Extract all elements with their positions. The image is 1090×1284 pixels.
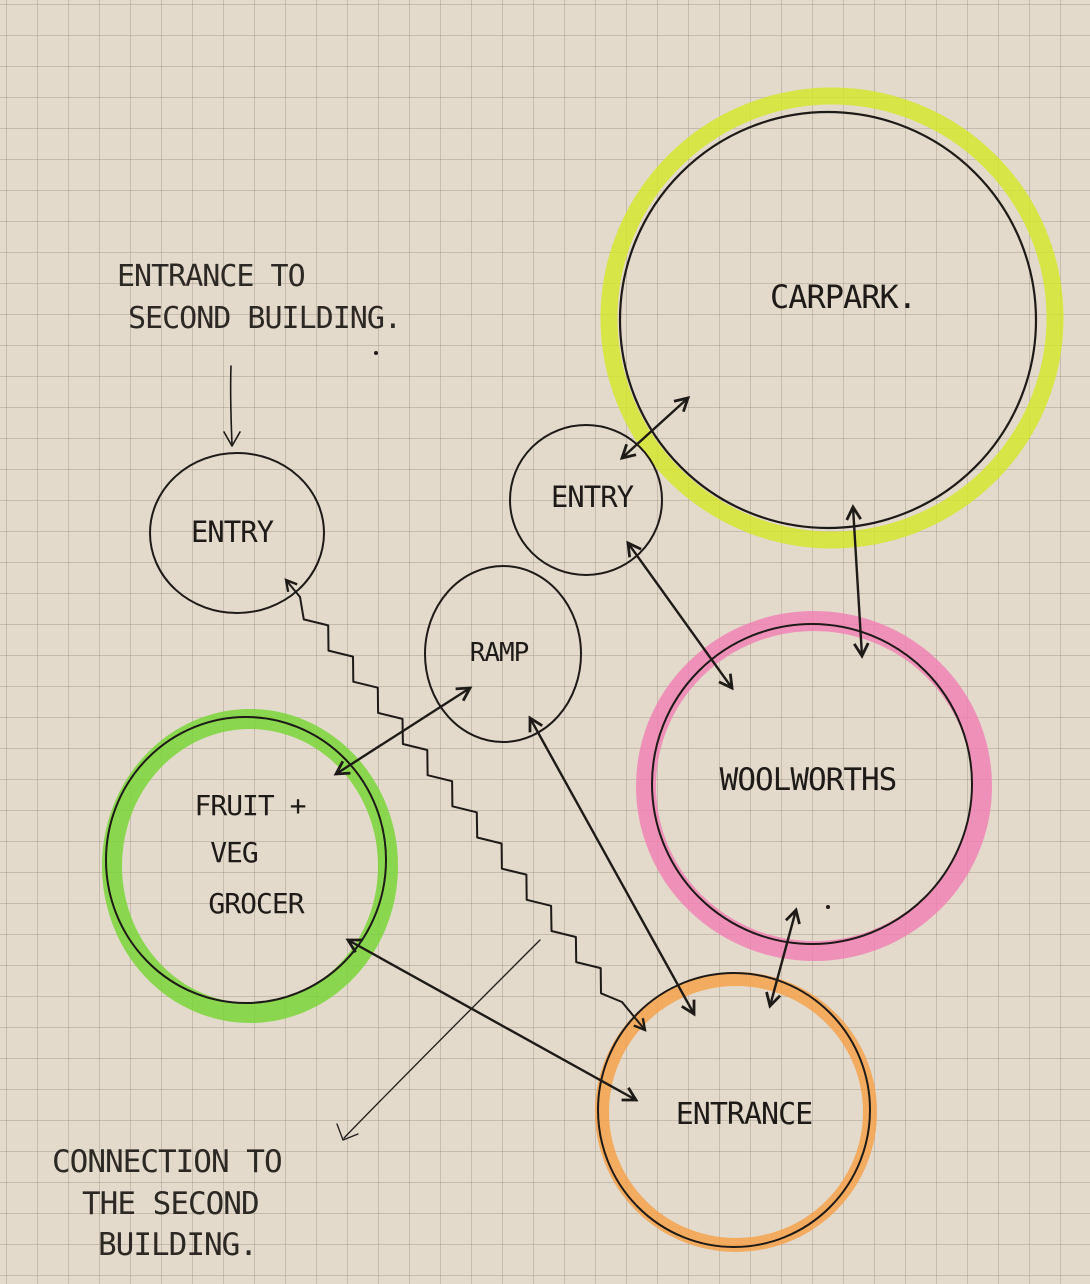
- fruit-veg-highlight: [102, 709, 398, 1023]
- pointer-entrance-arrowhead: [223, 431, 241, 447]
- node-labels: CARPARK. ENTRY ENTRY RAMP FRUIT + VEG GR…: [191, 278, 917, 1132]
- connections: [286, 398, 862, 1100]
- fruit-veg-label-line-1: FRUIT +: [194, 789, 305, 822]
- zigzag-arrowhead-line: [286, 580, 301, 598]
- entry-right-bubble: [509, 424, 663, 576]
- arrow-ramp-entrance: [530, 718, 694, 1014]
- note-entrance-line-2: SECOND BUILDING.: [128, 301, 401, 336]
- entry-left-bubble: [149, 452, 325, 614]
- pointer-connection-to-second-building: [343, 939, 541, 1139]
- ramp-bubble: [424, 565, 582, 743]
- carpark-highlight: [600, 87, 1064, 549]
- carpark-label: CARPARK.: [770, 278, 916, 316]
- entry-right-label: ENTRY: [551, 480, 634, 514]
- note-connection-line-1: CONNECTION TO: [52, 1144, 282, 1180]
- annotations: ENTRANCE TO SECOND BUILDING. CONNECTION …: [52, 259, 402, 1263]
- pen-dot: [374, 351, 378, 355]
- woolworths-label: WOOLWORTHS: [720, 762, 897, 798]
- pointer-connection-arrowhead: [336, 1123, 359, 1141]
- note-connection-line-3: BUILDING.: [98, 1227, 257, 1263]
- fruit-veg-label-line-3: GROCER: [208, 887, 304, 920]
- arrow-carpark-woolworths: [853, 507, 862, 656]
- bubbles: [105, 110, 1038, 1248]
- entrance-label: ENTRANCE: [676, 1097, 813, 1132]
- arrow-entry-carpark: [622, 398, 688, 458]
- pointer-entrance-to-second-building: [229, 365, 233, 445]
- annotation-pointers: [223, 365, 541, 1141]
- fruit-veg-label-line-2: VEG: [210, 836, 258, 869]
- note-connection-line-2: THE SECOND: [82, 1186, 259, 1222]
- zigzag-connection-second-building: [299, 596, 623, 1003]
- arrow-woolworths-entrance: [770, 910, 796, 1006]
- arrow-fruit-veg-entrance: [348, 940, 636, 1100]
- entry-left-label: ENTRY: [191, 515, 274, 549]
- zigzag-arrowhead-line-end: [621, 1001, 645, 1030]
- carpark-bubble: [618, 110, 1038, 530]
- ramp-label: RAMP: [470, 638, 529, 668]
- pen-dot-2: [826, 905, 830, 909]
- fruit-veg-bubble: [105, 716, 387, 1004]
- note-entrance-line-1: ENTRANCE TO: [117, 259, 305, 294]
- entrance-bubble: [597, 972, 871, 1248]
- arrow-entry-woolworths: [628, 543, 732, 688]
